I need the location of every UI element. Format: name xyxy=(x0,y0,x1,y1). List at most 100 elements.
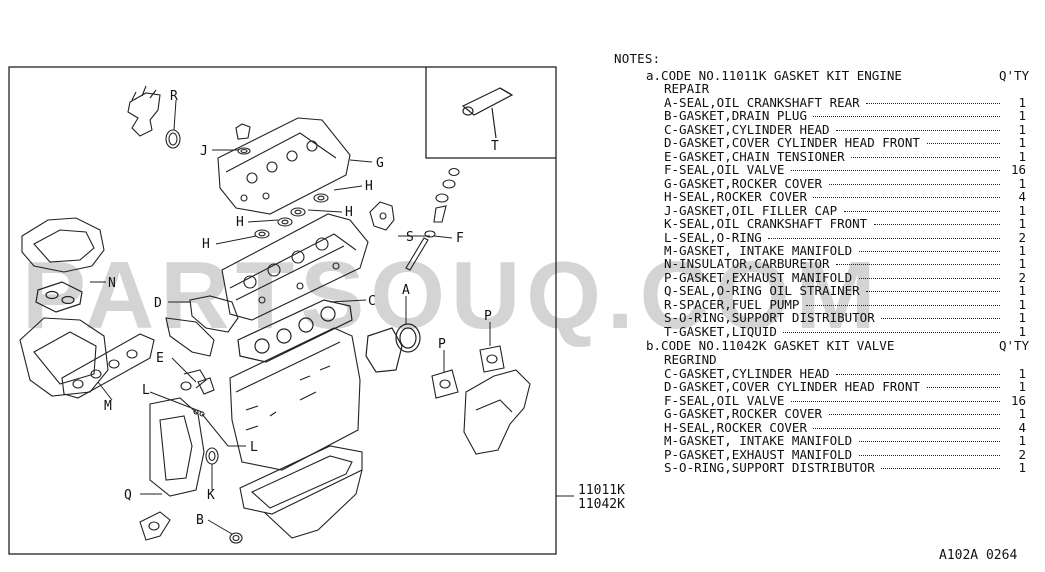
kit-a-item-leader-dots xyxy=(858,277,1000,279)
kit-a-item-label: J-GASKET,OIL FILLER CAP xyxy=(664,202,838,218)
callout-h3[interactable]: H xyxy=(236,215,244,230)
drain-plug-gasket-part[interactable] xyxy=(229,532,243,544)
exhaust-manifold-part[interactable] xyxy=(431,345,531,455)
part-number-11011k[interactable]: 11011K xyxy=(578,483,625,498)
callout-h4[interactable]: H xyxy=(202,237,210,252)
kit-a-item-row[interactable]: R-SPACER,FUEL PUMP 1 xyxy=(664,298,1036,311)
rocker-cover-seals-part[interactable] xyxy=(254,193,329,239)
kit-a-item-qty: 1 xyxy=(1018,256,1026,272)
callout-h2[interactable]: H xyxy=(345,205,353,220)
oil-strainer-part[interactable] xyxy=(139,511,171,541)
callout-d[interactable]: D xyxy=(154,296,162,311)
callout-b[interactable]: B xyxy=(196,513,204,528)
callout-l2[interactable]: L xyxy=(250,440,258,455)
callout-q[interactable]: Q xyxy=(124,488,132,503)
kit-a-item-qty: 1 xyxy=(1018,310,1026,326)
rocker-cover-part[interactable] xyxy=(217,117,351,215)
valve-oil-seal-part[interactable] xyxy=(405,167,460,271)
callout-labels: R T J G H H H H S F N A D C P P E L M L … xyxy=(104,89,499,528)
kit-a-item-label: P-GASKET,EXHAUST MANIFOLD xyxy=(664,269,853,285)
carburetor-insulator-part[interactable] xyxy=(35,281,83,313)
kit-b-item-label: M-GASKET, INTAKE MANIFOLD xyxy=(664,433,853,449)
timing-cover-upper-part[interactable] xyxy=(21,217,105,273)
callout-p2[interactable]: P xyxy=(438,337,446,352)
kit-b-item-leader-dots xyxy=(926,387,1000,389)
callout-r[interactable]: R xyxy=(170,89,178,104)
callout-k[interactable]: K xyxy=(207,488,215,503)
oil-pan-part[interactable] xyxy=(239,445,363,539)
callout-f[interactable]: F xyxy=(456,231,464,246)
callout-n[interactable]: N xyxy=(108,276,116,291)
crankshaft-rear-seal-part[interactable] xyxy=(365,323,421,373)
kit-a-item-row[interactable]: L-SEAL,O-RING 2 xyxy=(664,231,1036,244)
kit-a-item-qty: 1 xyxy=(1018,108,1026,124)
distributor-bracket-part[interactable] xyxy=(369,201,395,231)
callout-leader-lines xyxy=(90,99,574,535)
oil-filler-cap-part[interactable] xyxy=(235,123,251,155)
kit-b-item-row[interactable]: D-GASKET,COVER CYLINDER HEAD FRONT 1 xyxy=(664,380,1036,393)
intake-manifold-part[interactable] xyxy=(19,317,155,399)
kit-b-item-leader-dots xyxy=(790,400,1000,402)
fuel-pump-part[interactable] xyxy=(127,85,181,149)
timing-cover-lower-part[interactable] xyxy=(149,369,207,497)
kit-a-item-label: R-SPACER,FUEL PUMP xyxy=(664,296,800,312)
kit-a-item-qty: 1 xyxy=(1018,95,1026,110)
engine-block-part[interactable] xyxy=(229,327,361,471)
callout-t[interactable]: T xyxy=(491,139,499,154)
kit-a-item-label: Q-SEAL,O-RING OIL STRAINER xyxy=(664,283,860,299)
callout-e[interactable]: E xyxy=(156,351,164,366)
kit-a-item-leader-dots xyxy=(836,264,1000,266)
callout-g[interactable]: G xyxy=(376,156,384,171)
kit-a-item-qty: 2 xyxy=(1018,229,1026,245)
head-cover-front-gasket-part[interactable] xyxy=(165,295,239,357)
kit-a-item-qty: 1 xyxy=(1018,296,1026,312)
kit-a-item-qty: 1 xyxy=(1018,135,1026,151)
crankshaft-front-seal-part[interactable] xyxy=(205,447,219,465)
kit-a-item-leader-dots xyxy=(813,197,1000,199)
cylinder-head-gasket-part[interactable] xyxy=(237,299,353,363)
callout-a[interactable]: A xyxy=(402,283,410,298)
part-number-11042k[interactable]: 11042K xyxy=(578,497,625,512)
callout-s[interactable]: S xyxy=(406,230,414,245)
kit-a-item-label: L-SEAL,O-RING xyxy=(664,229,762,245)
kit-b-item-label: D-GASKET,COVER CYLINDER HEAD FRONT xyxy=(664,379,920,395)
kit-a-item-qty: 4 xyxy=(1018,189,1026,205)
callout-l1[interactable]: L xyxy=(142,383,150,398)
kit-a-item-leader-dots xyxy=(926,143,1000,145)
kit-b-item-qty: 1 xyxy=(1018,379,1026,395)
part-number-labels: 11011K 11042K xyxy=(578,483,625,512)
callout-j[interactable]: J xyxy=(200,144,208,159)
kit-b-item-qty: 2 xyxy=(1018,446,1026,462)
kit-b-item-qty: 1 xyxy=(1018,406,1026,422)
diagram-code: A102A 0264 xyxy=(939,548,1017,563)
cylinder-head-part[interactable] xyxy=(221,213,369,321)
callout-p1[interactable]: P xyxy=(484,309,492,324)
liquid-gasket-tube-part[interactable] xyxy=(461,87,514,139)
callout-c[interactable]: C xyxy=(368,294,376,309)
callout-m[interactable]: M xyxy=(104,399,112,414)
callout-h1[interactable]: H xyxy=(365,179,373,194)
